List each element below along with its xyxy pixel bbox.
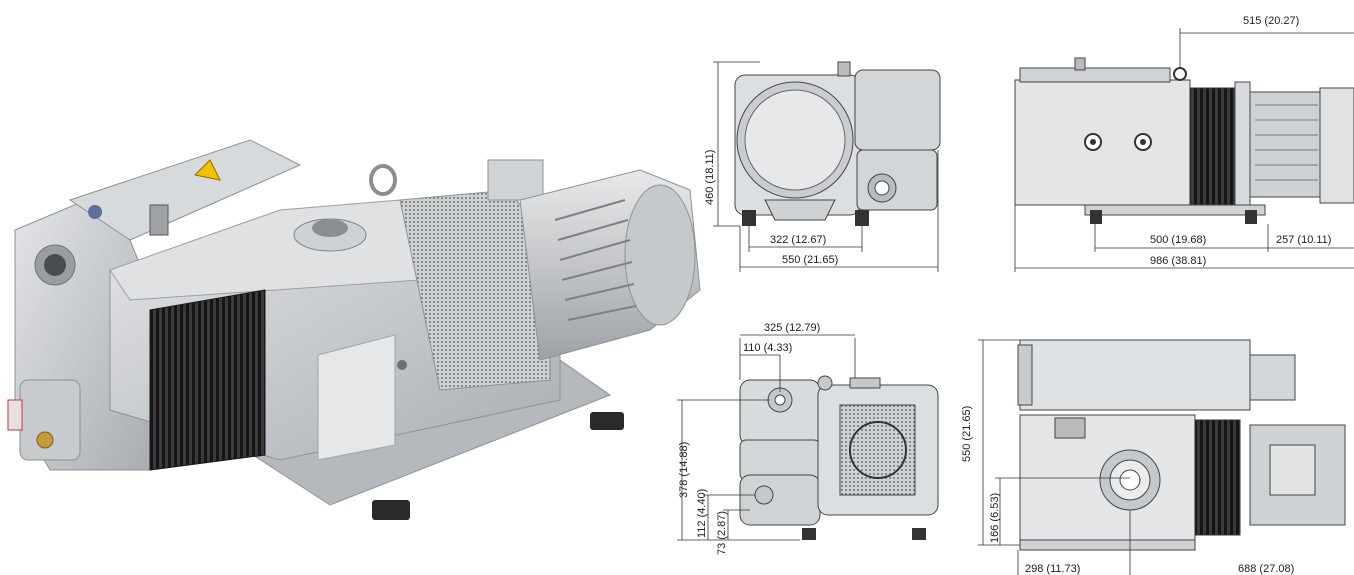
rear-outlet-offset-label: 325 (12.79) <box>764 322 820 334</box>
front-width-label: 550 (21.65) <box>782 254 838 266</box>
front-foot-left <box>742 210 756 226</box>
rear-lower-port-label: 112 (4.40) <box>696 489 708 538</box>
nameplate <box>317 334 396 461</box>
rear-drain-label: 73 (2.87) <box>716 511 728 555</box>
blue-badge <box>88 205 102 219</box>
side-grille <box>1189 87 1236 207</box>
side-base <box>1084 204 1266 216</box>
rear-port-offset-label: 110 (4.33) <box>743 342 792 354</box>
top-cover <box>68 139 302 241</box>
rear-view: 325 (12.79) 110 (4.33) 378 (14.88) 112 (… <box>677 322 939 555</box>
motor-end-cap <box>624 184 696 326</box>
foot-front-right <box>590 412 624 430</box>
oil-sight-block <box>19 379 81 461</box>
side-length-label: 986 (38.81) <box>1150 255 1206 267</box>
housing-bolt <box>397 360 407 370</box>
side-eyebolt <box>1173 67 1187 81</box>
rear-fan-grille <box>839 404 916 496</box>
pump-photo <box>7 139 701 520</box>
gas-ballast-valve <box>149 204 169 236</box>
oil-fill-plug <box>36 431 54 449</box>
side-motor <box>1249 91 1321 198</box>
top-depth-label: 550 (21.65) <box>961 406 973 462</box>
side-motor-overhang-label: 257 (10.11) <box>1276 234 1331 246</box>
intake-grille <box>149 289 266 471</box>
lifting-eyebolt <box>369 164 397 196</box>
warning-triangle <box>193 159 221 181</box>
warning-label <box>7 399 23 431</box>
motor-fins <box>554 199 637 321</box>
top-port-height-label: 166 (6.53) <box>989 493 1001 543</box>
foot-front-left <box>372 500 410 520</box>
side-view: 515 (20.27) 500 (19.68) 257 (10.11) 986 … <box>1014 15 1354 272</box>
top-port-x-label: 298 (11.73) <box>1025 563 1080 575</box>
front-height-label: 460 (18.11) <box>704 150 716 205</box>
rear-height-label: 378 (14.88) <box>678 442 690 498</box>
top-grille <box>1194 419 1241 536</box>
terminal-box <box>487 159 544 201</box>
top-view: 550 (21.65) 166 (6.53) 298 (11.73) 688 (… <box>961 339 1346 575</box>
front-view: 460 (18.11) 322 (12.67) 550 (21.65) <box>704 61 941 272</box>
front-foot-right <box>855 210 869 226</box>
front-foot-span-label: 322 (12.67) <box>770 234 826 246</box>
side-base-span-label: 500 (19.68) <box>1150 234 1206 246</box>
rear-lower-port <box>754 485 774 505</box>
side-eyebolt-label: 515 (20.27) <box>1243 15 1299 27</box>
top-motor-x-label: 688 (27.08) <box>1238 563 1294 575</box>
